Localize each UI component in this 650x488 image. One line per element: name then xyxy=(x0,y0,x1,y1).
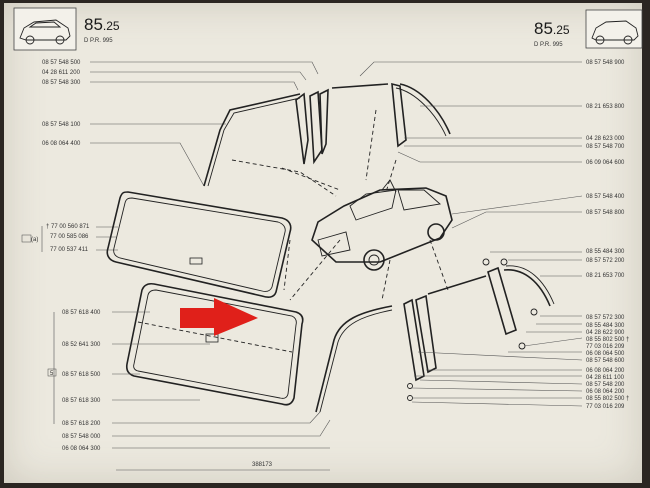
part-number: 08 55 802 500 † xyxy=(586,396,629,402)
part-number: 08 57 572 200 xyxy=(586,258,625,264)
part-number: 08 57 548 100 xyxy=(42,122,81,128)
part-number: 08 21 653 700 xyxy=(586,273,625,279)
red-arrow-icon xyxy=(180,298,258,336)
rear-window xyxy=(106,191,292,298)
page-sub-right: D P.R. 995 xyxy=(534,42,563,48)
part-number: 08 57 548 300 xyxy=(42,80,81,86)
part-number: 08 57 572 300 xyxy=(586,315,625,321)
part-number: 08 57 548 900 xyxy=(586,60,625,66)
part-number: 06 09 064 600 xyxy=(586,160,625,166)
part-number: 08 57 548 000 xyxy=(62,434,101,440)
part-number: 04 28 611 100 xyxy=(586,375,625,381)
part-number: 08 57 618 400 xyxy=(62,310,101,316)
part-number: 08 57 548 400 xyxy=(586,194,625,200)
part-number: 08 52 641 300 xyxy=(62,342,101,348)
part-number: 08 57 548 200 xyxy=(586,382,625,388)
part-number: 06 08 064 200 xyxy=(586,368,625,374)
part-number: 04 28 623 000 xyxy=(586,136,625,142)
part-number: 06 08 064 400 xyxy=(42,141,81,147)
part-number: 06 08 064 300 xyxy=(62,446,101,452)
part-number: 08 57 618 300 xyxy=(62,398,101,404)
car-thumbnail-icon xyxy=(13,7,77,51)
part-number: 08 55 484 300 xyxy=(586,249,625,255)
car-thumbnail-icon xyxy=(585,9,643,49)
legend-box: (a) xyxy=(31,237,38,243)
part-number: 08 55 802 500 † xyxy=(586,337,629,343)
page-number-left: 85.25 xyxy=(84,15,120,34)
part-number: 06 08 064 200 xyxy=(586,389,625,395)
part-number: 77 00 585 086 xyxy=(50,234,89,240)
window-seal-frame xyxy=(125,282,304,406)
part-number: 08 55 484 300 xyxy=(586,323,625,329)
legend-box: 5 xyxy=(50,371,54,377)
part-number: † 77 00 560 871 xyxy=(46,224,90,230)
catalog-page xyxy=(4,3,642,483)
part-number: 08 21 653 800 xyxy=(586,104,625,110)
footer-code: 388173 xyxy=(252,462,273,468)
part-number: 77 00 537 411 xyxy=(50,247,89,253)
page-sub-left: D P.R. 995 xyxy=(84,38,113,44)
part-number: 08 57 548 800 xyxy=(586,210,625,216)
page-number-right: 85.25 xyxy=(534,19,570,38)
part-number: 08 57 618 200 xyxy=(62,421,101,427)
part-number: 04 28 611 200 xyxy=(42,70,81,76)
part-number: 08 57 548 600 xyxy=(586,358,625,364)
part-number: 04 28 622 900 xyxy=(586,330,625,336)
part-number: 06 08 064 500 xyxy=(586,351,625,357)
bottom-right-labels: 08 57 572 300 08 55 484 300 04 28 622 90… xyxy=(586,315,629,410)
part-number: 08 57 548 500 xyxy=(42,60,81,66)
part-number: 08 57 548 700 xyxy=(586,144,625,150)
part-number: 08 57 618 500 xyxy=(62,372,101,378)
car-illustration xyxy=(311,179,453,271)
part-number: 77 03 016 209 xyxy=(586,344,625,350)
part-number: 77 03 016 209 xyxy=(586,404,625,410)
